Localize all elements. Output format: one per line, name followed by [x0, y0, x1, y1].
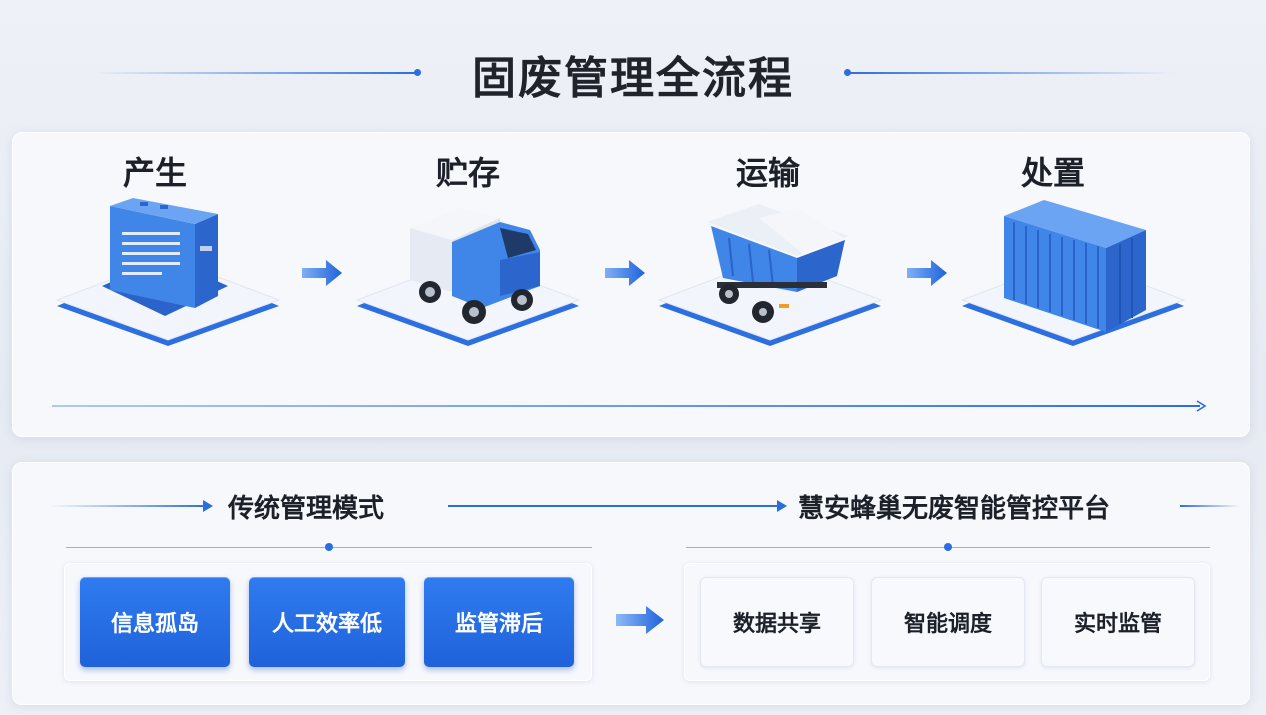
traditional-lead-line [48, 505, 208, 507]
stage-platform-transport [657, 257, 883, 348]
platform-item-data-sharing: 数据共享 [700, 577, 854, 667]
box-truck-icon [400, 200, 550, 330]
garbage-truck-icon [703, 198, 853, 328]
traditional-item-info-silo: 信息孤岛 [80, 577, 230, 667]
platform-item-smart-dispatch: 智能调度 [871, 577, 1025, 667]
title-line-right [846, 72, 1176, 74]
platform-separator-dot [944, 543, 952, 551]
comparison-connector-line [448, 505, 780, 507]
flow-arrow-icon [605, 260, 645, 286]
platform-item-realtime-monitoring: 实时监管 [1041, 577, 1195, 667]
title-line-left-dot [414, 69, 421, 76]
server-cabinet-icon [100, 198, 230, 318]
flow-arrow-icon [907, 260, 947, 286]
platform-tail-line [1180, 505, 1240, 507]
transition-arrow-icon [616, 606, 664, 634]
timeline-arrowhead-icon [1196, 400, 1207, 412]
platform-arrow-icon [777, 500, 787, 512]
platform-title: 慧安蜂巢无废智能管控平台 [798, 494, 1111, 524]
traditional-title: 传统管理模式 [228, 494, 385, 524]
stage-label-transport: 运输 [735, 154, 800, 192]
traditional-separator-dot [325, 543, 333, 551]
title-line-left [90, 72, 418, 74]
shipping-container-icon [1000, 198, 1150, 338]
stage-label-disposal: 处置 [1020, 154, 1085, 192]
traditional-arrow-icon [203, 500, 213, 512]
stage-label-storage: 贮存 [435, 154, 500, 192]
page-title: 固废管理全流程 [472, 53, 794, 104]
flow-arrow-icon [302, 260, 342, 286]
stage-label-generate: 产生 [122, 154, 187, 192]
traditional-item-low-efficiency: 人工效率低 [249, 577, 405, 667]
traditional-item-lagging-supervision: 监管滞后 [424, 577, 574, 667]
timeline-line [52, 405, 1200, 407]
